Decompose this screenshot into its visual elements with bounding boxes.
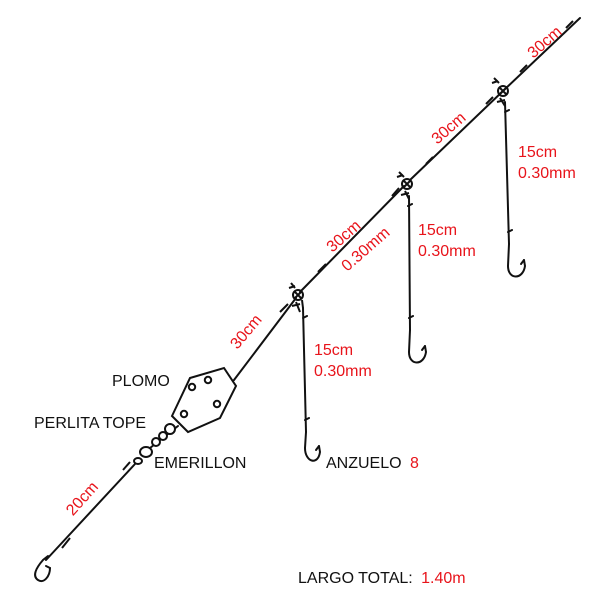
hook-size: 8 xyxy=(410,455,419,472)
hook-icon xyxy=(303,431,322,462)
leader-diameter-label: 0.30mm xyxy=(418,243,476,260)
three-way-swivel-icon xyxy=(396,171,413,200)
hook-icon xyxy=(407,329,428,364)
hook-icon xyxy=(34,555,51,582)
total-length: LARGO TOTAL: 1.40m xyxy=(298,570,466,587)
swivel-icon xyxy=(133,446,153,465)
line-knots xyxy=(61,20,574,549)
hook-label-text: ANZUELO xyxy=(326,455,402,472)
sinker-icon xyxy=(170,366,238,434)
leader-diameter-label: 0.30mm xyxy=(314,363,372,380)
leader-lines xyxy=(302,101,513,433)
segment-length-label: 30cm xyxy=(525,23,566,61)
hook-label: ANZUELO 8 xyxy=(326,455,419,472)
bead-icon xyxy=(151,423,176,447)
bead-label: PERLITA TOPE xyxy=(34,415,146,432)
sinker-label: PLOMO xyxy=(112,373,170,390)
total-length-value: 1.40m xyxy=(421,570,465,587)
three-way-swivel-icon xyxy=(288,282,304,313)
leader-length-label: 15cm xyxy=(418,222,457,239)
leader-diameter-label: 0.30mm xyxy=(518,165,576,182)
segment-length-label: 20cm xyxy=(63,479,102,519)
total-length-label: LARGO TOTAL: xyxy=(298,570,413,587)
leader-length-label: 15cm xyxy=(518,144,557,161)
hook-icon xyxy=(506,243,527,278)
swivel-label: EMERILLON xyxy=(154,455,246,472)
main-line xyxy=(45,17,581,561)
leader-length-label: 15cm xyxy=(314,342,353,359)
